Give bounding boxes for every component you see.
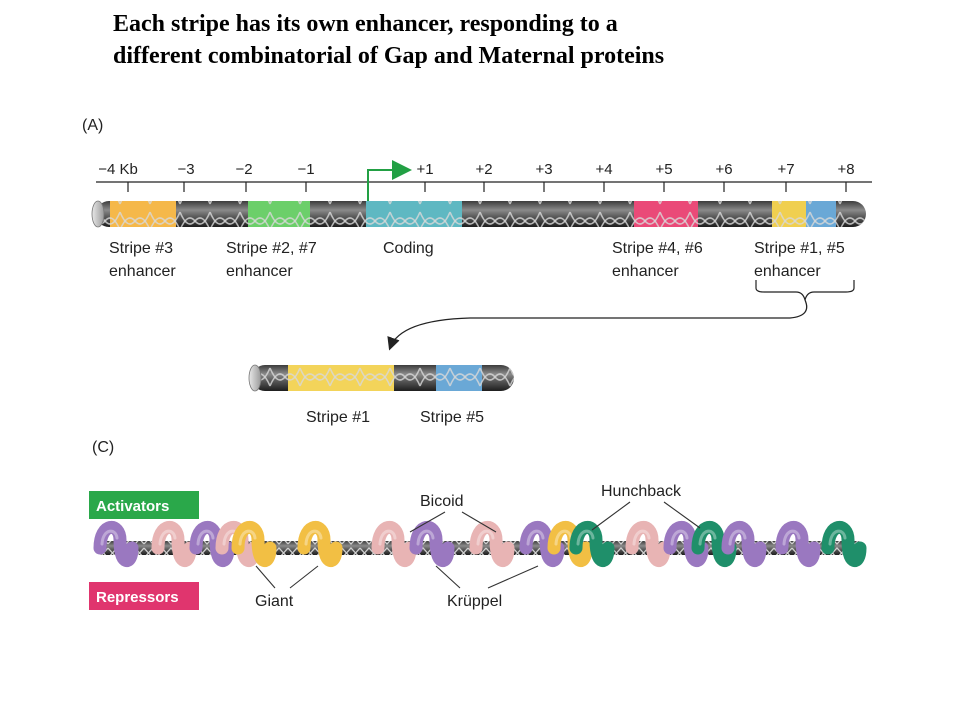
hunchback-pointer: [591, 501, 701, 531]
hunchback-label: Hunchback: [601, 483, 682, 500]
axis-tick-label: +4: [595, 161, 612, 178]
stripe-3-label-1: Stripe #3: [109, 240, 173, 257]
giant-protein-highlight: [238, 529, 257, 546]
hunchback-protein-highlight: [698, 529, 717, 546]
stripe-1-5-label-2: enhancer: [754, 263, 821, 280]
stripe-1-5-label-1: Stripe #1, #5: [754, 240, 845, 257]
giant-protein-highlight: [554, 529, 573, 546]
kruppel-protein: [775, 521, 821, 567]
kruppel-protein: [409, 521, 455, 567]
hunchback-protein: [691, 521, 737, 567]
dna-rod-main: [91, 200, 866, 228]
repressors-box: [89, 582, 199, 610]
kruppel-protein-highlight: [416, 529, 435, 546]
kruppel-protein-highlight: [782, 529, 801, 546]
transcription-start-arrow: [367, 160, 412, 206]
zoom-arrow: [387, 299, 808, 351]
bicoid-protein: [469, 521, 515, 567]
bicoid-pointer: [409, 511, 497, 533]
axis-tick-label: +8: [837, 161, 854, 178]
axis-tick-label: −4 Kb: [98, 161, 138, 178]
bicoid-label: Bicoid: [420, 493, 464, 510]
kruppel-protein-highlight: [670, 529, 689, 546]
coding-label: Coding: [383, 240, 434, 257]
hunchback-protein-highlight: [828, 529, 847, 546]
bound-proteins: [93, 521, 867, 567]
title-line-1: Each stripe has its own enhancer, respon…: [113, 11, 618, 37]
axis-tick-label: +6: [715, 161, 732, 178]
stripe-4-6-label-1: Stripe #4, #6: [612, 240, 703, 257]
axis-tick-label: −1: [297, 161, 314, 178]
activators-box: [89, 491, 199, 519]
panel-a-label: (A): [82, 117, 103, 134]
bicoid-protein: [151, 521, 197, 567]
axis-tick-label: −2: [235, 161, 252, 178]
stripe-1-5-bracket: [755, 280, 855, 301]
repressors-label: Repressors: [96, 589, 179, 606]
zoom-stripe-1-label: Stripe #1: [306, 409, 370, 426]
bicoid-protein-highlight: [632, 529, 651, 546]
kruppel-protein-highlight: [728, 529, 747, 546]
kruppel-protein-highlight: [196, 529, 215, 546]
axis-tick-label: +2: [475, 161, 492, 178]
zoom-stripe-5-label: Stripe #5: [420, 409, 484, 426]
slide-title: Each stripe has its own enhancer, respon…: [113, 8, 933, 72]
giant-label: Giant: [255, 593, 294, 610]
stripe-2-7-label-1: Stripe #2, #7: [226, 240, 317, 257]
bicoid-protein: [625, 521, 671, 567]
kruppel-protein: [519, 521, 565, 567]
bicoid-protein-highlight: [378, 529, 397, 546]
hunchback-protein: [569, 521, 615, 567]
giant-protein: [297, 521, 343, 567]
hunchback-protein-highlight: [576, 529, 595, 546]
kruppel-protein: [93, 521, 139, 567]
kruppel-protein-highlight: [526, 529, 545, 546]
kruppel-protein: [663, 521, 709, 567]
hunchback-protein: [821, 521, 867, 567]
title-line-2: different combinatorial of Gap and Mater…: [113, 43, 665, 69]
dna-rod-zoom: [248, 364, 514, 392]
kruppel-protein-highlight: [100, 529, 119, 546]
giant-protein-highlight: [304, 529, 323, 546]
axis-tick-label: −3: [177, 161, 194, 178]
kruppel-label: Krüppel: [447, 593, 502, 610]
axis-tick-label: +7: [777, 161, 794, 178]
giant-pointer: [255, 565, 319, 589]
kruppel-protein: [721, 521, 767, 567]
kb-axis: −4 Kb −3 −2 −1 +1 +2 +3 +4 +5 +6 +7 +8: [96, 161, 872, 192]
activators-label: Activators: [96, 498, 169, 515]
axis-tick-label: +3: [535, 161, 552, 178]
axis-tick-label: +1: [416, 161, 433, 178]
panel-c-label: (C): [92, 439, 114, 456]
axis-tick-label: +5: [655, 161, 672, 178]
kruppel-pointer: [435, 565, 539, 589]
bicoid-protein-highlight: [158, 529, 177, 546]
bicoid-protein-highlight: [476, 529, 495, 546]
bicoid-protein: [371, 521, 417, 567]
stripe-2-7-label-2: enhancer: [226, 263, 293, 280]
stripe-4-6-label-2: enhancer: [612, 263, 679, 280]
giant-protein: [231, 521, 277, 567]
kruppel-protein: [189, 521, 235, 567]
stripe-3-label-2: enhancer: [109, 263, 176, 280]
